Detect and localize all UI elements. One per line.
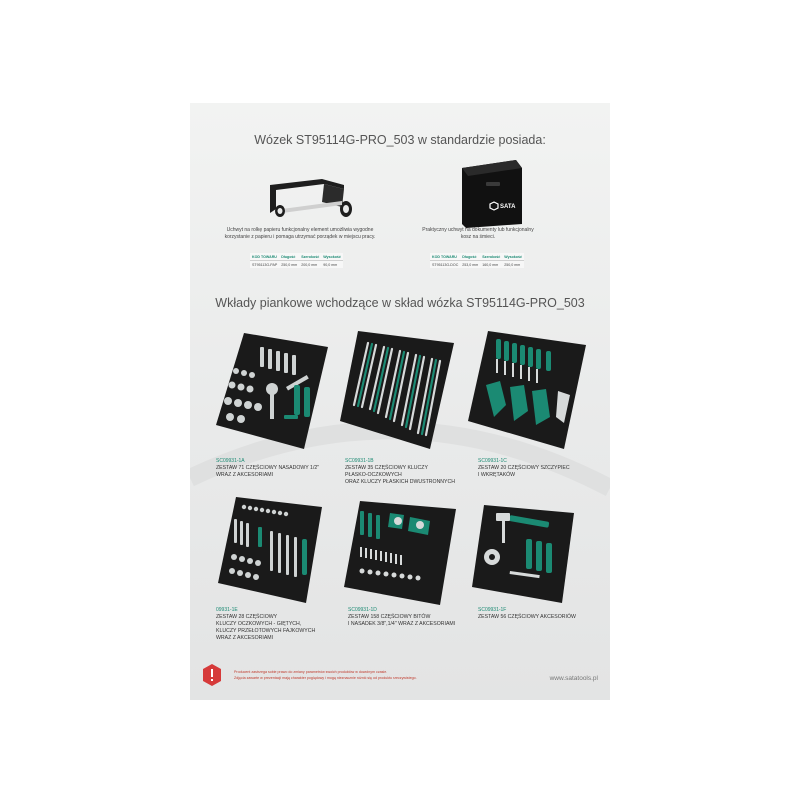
- spec-cell: 200,0 mm: [301, 262, 318, 267]
- tray-code-1a: SC09931-1A: [216, 458, 245, 464]
- tray-image-1f: [472, 505, 574, 603]
- tray-name-line: I NASADEK 3/8",1/4" WRAZ Z AKCESORIAMI: [348, 621, 456, 627]
- brand-text: SATA: [500, 204, 516, 210]
- paper-holder-spec-table: KOD TOWARU Długość Szerokość Wysokość ST…: [250, 253, 343, 268]
- disclaimer-line-2: Zdjęcia zawarte w prezentacji mają chara…: [234, 675, 417, 680]
- tray-name-line: I WKRĘTAKÓW: [478, 472, 516, 478]
- tray-name-line: KLUCZY OCZKOWYCH - GIĘTYCH,: [216, 621, 302, 627]
- tray-code-1f: SC09931-1F: [478, 607, 507, 613]
- tray-name-1e: ZESTAW 28 CZĘŚCIOWY KLUCZY OCZKOWYCH - G…: [216, 614, 341, 642]
- tray-name-1c: ZESTAW 20 CZĘŚCIOWY SZCZYPIEC I WKRĘTAKÓ…: [478, 465, 603, 479]
- tray-name-1b: ZESTAW 35 CZĘŚCIOWY KLUCZY PŁASKO-OCZKOW…: [345, 465, 470, 486]
- spec-header: Wysokość: [321, 253, 343, 261]
- sata-logo-icon: SATA: [489, 201, 516, 211]
- tray-name-1a: ZESTAW 71 CZĘŚCIOWY NASADOWY 1/2" WRAZ Z…: [216, 465, 341, 479]
- spec-header: KOD TOWARU: [250, 253, 280, 261]
- tray-code-1d: SC09931-1D: [348, 607, 377, 613]
- tray-name-line: ZESTAW 71 CZĘŚCIOWY NASADOWY 1/2": [216, 465, 320, 471]
- spec-header: Długość: [460, 253, 481, 261]
- spec-cell: ST95113G-DOC: [432, 262, 459, 267]
- tray-name-1d: ZESTAW 158 CZĘŚCIOWY BITÓW I NASADEK 3/8…: [348, 614, 478, 628]
- disclaimer-line-1: Producent zastrzega sobie prawo do zmian…: [234, 670, 388, 674]
- spec-cell: 90,0 mm: [323, 262, 338, 267]
- paper-holder-desc-line-2: korzystanie z papieru i pomaga utrzymać …: [224, 234, 376, 240]
- tray-code-1b: SC09931-1B: [345, 458, 374, 464]
- tray-image-1e: [218, 497, 322, 603]
- spec-cell: 250,0 mm: [504, 262, 521, 267]
- disclaimer: Producent zastrzega sobie prawo do zmian…: [234, 670, 417, 681]
- tray-code-1e: 09931-1E: [216, 607, 238, 613]
- document-holder-image: SATA: [462, 160, 522, 228]
- tray-name-line: WRAZ Z AKCESORIAMI: [216, 635, 274, 641]
- doc-holder-description: Praktyczny uchwyt na dokumenty lub funkc…: [398, 227, 558, 241]
- tray-name-line: ZESTAW 35 CZĘŚCIOWY KLUCZY: [345, 465, 428, 471]
- spec-header: Wysokość: [502, 253, 524, 261]
- tray-image-1c: [468, 331, 586, 449]
- tray-name-line: ORAZ KLUCZY PŁASKICH DWUSTRONNYCH: [345, 479, 456, 485]
- product-sheet: Wózek ST95114G-PRO_503 w standardzie pos…: [190, 103, 610, 700]
- spec-header: KOD TOWARU: [430, 253, 461, 261]
- tray-image-1b: [340, 331, 454, 449]
- paper-holder-description: Uchwyt na rolkę papieru funkcjonalny ele…: [200, 227, 400, 241]
- spec-cell: 253,0 mm: [462, 262, 479, 267]
- page-title: Wózek ST95114G-PRO_503 w standardzie pos…: [254, 133, 546, 147]
- tray-name-1f: ZESTAW 56 CZĘŚCIOWY AKCESORIÓW: [478, 614, 603, 621]
- tray-name-line: ZESTAW 56 CZĘŚCIOWY AKCESORIÓW: [478, 614, 576, 620]
- tray-image-1d: [344, 501, 456, 605]
- tray-code-1c: SC09931-1C: [478, 458, 507, 464]
- tray-name-line: PŁASKO-OCZKOWYCH: [345, 472, 402, 478]
- doc-holder-spec-table: KOD TOWARU Długość Szerokość Wysokość ST…: [430, 253, 524, 268]
- tray-name-line: ZESTAW 20 CZĘŚCIOWY SZCZYPIEC: [478, 465, 570, 471]
- warning-icon: [203, 664, 221, 686]
- spec-cell: ST95113G-PAP: [252, 262, 278, 267]
- tray-name-line: ZESTAW 28 CZĘŚCIOWY: [216, 614, 278, 620]
- spec-header: Szerokość: [480, 253, 503, 261]
- paper-holder-desc-line-1: Uchwyt na rolkę papieru funkcjonalny ele…: [226, 227, 374, 233]
- tray-image-1a: [216, 333, 328, 449]
- website-link[interactable]: www.satatools.pl: [549, 675, 598, 682]
- trays-heading: Wkłady piankowe wchodzące w skład wózka …: [215, 296, 585, 310]
- tray-name-line: KLUCZY PRZEŁOTOWYCH FAJKOWYCH: [216, 628, 316, 634]
- doc-holder-desc-line-2: kosz na śmieci.: [460, 234, 496, 240]
- spec-cell: 160,0 mm: [482, 262, 499, 267]
- tray-name-line: WRAZ Z AKCESORIAMI: [216, 472, 274, 478]
- spec-header: Długość: [279, 253, 300, 261]
- paper-roll-holder-image: [270, 179, 352, 217]
- spec-header: Szerokość: [299, 253, 322, 261]
- doc-holder-desc-line-1: Praktyczny uchwyt na dokumenty lub funkc…: [422, 227, 534, 233]
- tray-name-line: ZESTAW 158 CZĘŚCIOWY BITÓW: [348, 614, 431, 620]
- spec-cell: 250,0 mm: [281, 262, 298, 267]
